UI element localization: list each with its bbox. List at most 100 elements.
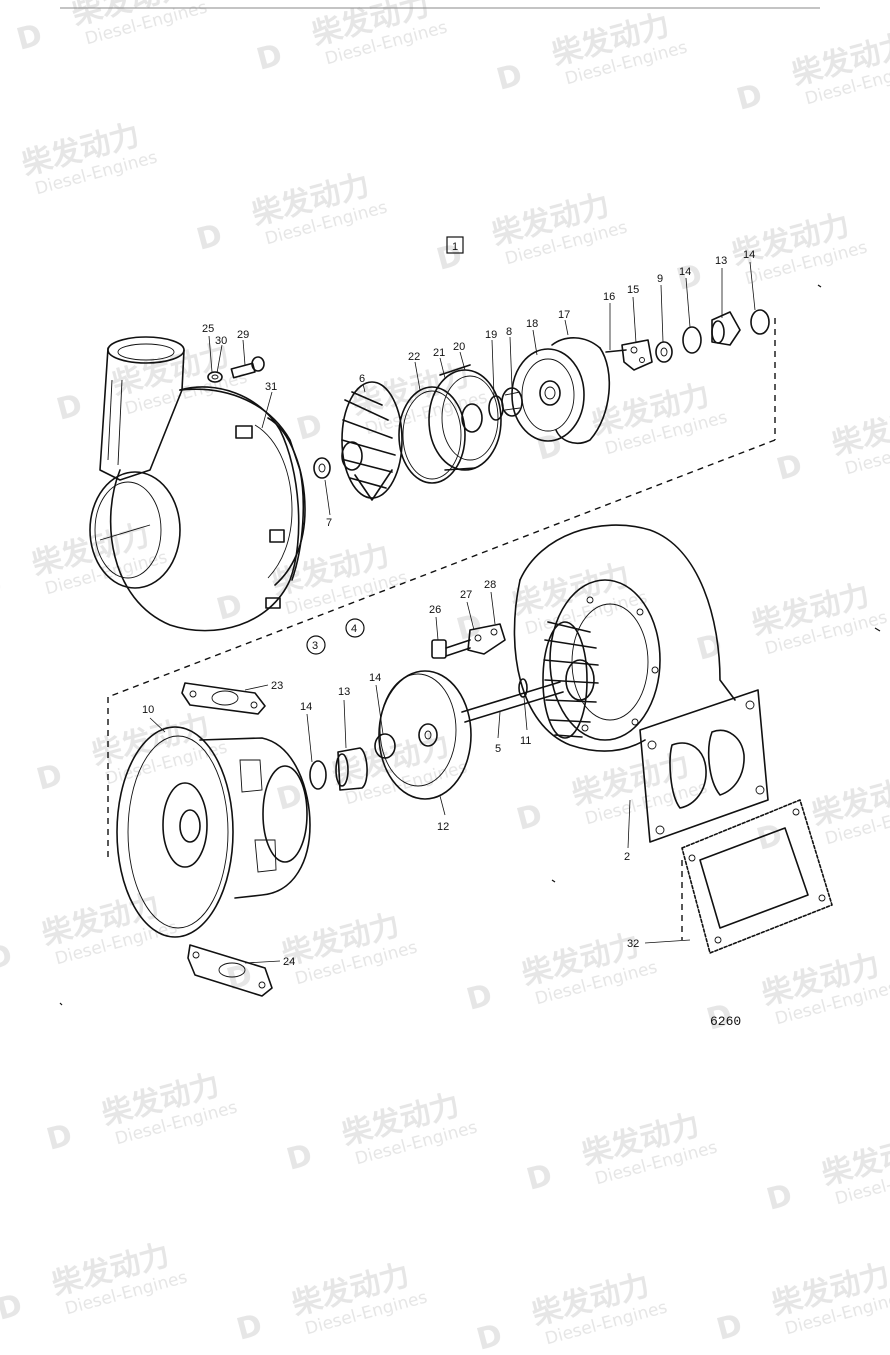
callout-2: 2 xyxy=(624,851,630,863)
callout-31: 31 xyxy=(265,381,277,393)
circlip-bearing-set-lower xyxy=(309,733,396,791)
circlip-bearing-set-upper xyxy=(682,309,770,354)
watermark-logo-mark: D xyxy=(283,1137,316,1177)
bolt-and-locking-plate xyxy=(431,623,506,659)
watermark-logo-mark: D xyxy=(0,1287,26,1327)
outlet-gasket xyxy=(681,799,833,954)
callout-13b: 13 xyxy=(338,686,350,698)
group-marker-4: 4 xyxy=(345,618,365,638)
callout-7: 7 xyxy=(326,517,332,529)
watermark-logo-mark: D xyxy=(53,387,86,427)
watermark-logo-mark: D xyxy=(43,1117,76,1157)
callout-28: 28 xyxy=(484,579,496,591)
callout-9: 9 xyxy=(657,273,663,285)
callout-8: 8 xyxy=(506,326,512,338)
watermark-logo-mark: D xyxy=(13,17,46,57)
turbine-shaft-and-wheel xyxy=(461,621,599,739)
callout-14c: 14 xyxy=(300,701,312,713)
watermark-logo-mark: D xyxy=(0,937,16,977)
retaining-nut xyxy=(655,341,673,363)
svg-text:4: 4 xyxy=(351,623,357,635)
callout-12: 12 xyxy=(437,821,449,833)
stray-marks xyxy=(59,284,881,1006)
group-boundary-lines xyxy=(107,318,776,940)
callout-30: 30 xyxy=(215,335,227,347)
watermark-logo-mark: D xyxy=(533,427,566,467)
watermark-logo-mark: D xyxy=(493,57,526,97)
snap-ring xyxy=(551,337,611,445)
svg-text:3: 3 xyxy=(312,640,318,652)
watermark-logo-mark: D xyxy=(0,567,6,607)
watermark-logo-mark: D xyxy=(463,977,496,1017)
callout-14d: 14 xyxy=(369,672,381,684)
callout-15: 15 xyxy=(627,284,639,296)
watermark-logo-mark: D xyxy=(523,1157,556,1197)
callout-17: 17 xyxy=(558,309,570,321)
svg-text:1: 1 xyxy=(452,241,458,253)
watermark-logo-mark: D xyxy=(433,237,466,277)
watermark-logo-mark: D xyxy=(733,77,766,117)
callout-labels: 25 30 29 31 6 7 22 21 20 19 8 18 17 16 1… xyxy=(142,249,755,968)
watermark-logo-mark: D xyxy=(773,447,806,487)
callout-29: 29 xyxy=(237,329,249,341)
compressor-wheel xyxy=(341,381,403,501)
callout-10: 10 xyxy=(142,704,154,716)
drawing-number: 6260 xyxy=(710,1014,741,1029)
watermark-logo-mark: D xyxy=(293,407,326,447)
group-marker-1: 1 xyxy=(446,236,464,254)
turbine-housing xyxy=(513,524,769,843)
watermark-logo-mark: D xyxy=(763,1177,796,1217)
callout-25: 25 xyxy=(202,323,214,335)
callout-11: 11 xyxy=(520,735,531,747)
watermark-logo-mark: D xyxy=(713,1307,746,1347)
watermark-logo-mark: D xyxy=(213,587,246,627)
callout-20: 20 xyxy=(453,341,465,353)
bearing-housing xyxy=(116,726,311,938)
compressor-housing xyxy=(89,336,306,632)
heat-shield xyxy=(378,670,472,800)
watermark-logo-mark: D xyxy=(33,757,66,797)
watermark-logo-mark: D xyxy=(693,627,726,667)
lock-plate xyxy=(605,339,653,371)
callout-6: 6 xyxy=(359,373,365,385)
callout-27: 27 xyxy=(460,589,472,601)
callout-16: 16 xyxy=(603,291,615,303)
callout-13a: 13 xyxy=(715,255,727,267)
watermark-logo-mark: D xyxy=(193,217,226,257)
callout-18: 18 xyxy=(526,318,538,330)
seal-rings-and-insert xyxy=(398,364,502,484)
watermark-logo-mark: D xyxy=(513,797,546,837)
group-marker-3: 3 xyxy=(306,635,326,655)
callout-24: 24 xyxy=(283,956,295,968)
callout-19: 19 xyxy=(485,329,497,341)
watermark-logo-mark: D xyxy=(253,37,286,77)
callout-23: 23 xyxy=(271,680,283,692)
shaft-nut xyxy=(313,457,331,479)
